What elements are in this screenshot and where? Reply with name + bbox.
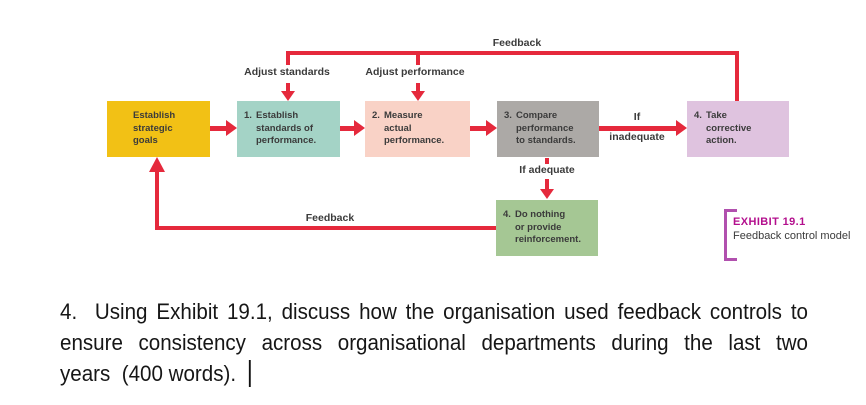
question-text[interactable]: 4. Using Exhibit 19.1, discuss how the o… <box>60 296 808 389</box>
question-line-1: 4. Using Exhibit 19.1, discuss how the o… <box>60 299 808 324</box>
question-line-3-text: years (400 words). <box>60 361 237 386</box>
bottom-feedback-label: Feedback <box>305 212 355 224</box>
box-number: 3. <box>504 110 512 121</box>
if-adequate-arrow-shaft <box>545 179 549 189</box>
feedback-line-drop-standards <box>286 51 290 65</box>
arrow-compare-to-corrective-head-icon <box>676 120 687 136</box>
feedback-line-drop-corrective <box>735 51 739 101</box>
adjust-standards-arrow-shaft <box>286 83 290 92</box>
do-nothing-box: 4. Do nothing or provide reinforcement. <box>496 200 598 256</box>
adjust-performance-arrow-shaft <box>416 83 420 92</box>
exhibit-bracket-icon <box>724 209 737 261</box>
box-label: Measure actual performance. <box>384 110 445 146</box>
box-label: Compare performance to standards. <box>516 110 576 146</box>
box-label: Establish strategic goals <box>133 110 176 146</box>
arrow-standards-to-measure-shaft <box>340 126 355 131</box>
take-corrective-action-box: 4. Take corrective action. <box>687 101 789 157</box>
feedback-line-drop-performance <box>416 51 420 65</box>
arrow-standards-to-measure-head-icon <box>354 120 365 136</box>
arrow-goals-to-standards-head-icon <box>226 120 237 136</box>
inadequate-label: inadequate <box>609 131 665 143</box>
adjust-standards-arrowhead-icon <box>281 91 295 101</box>
compare-performance-box: 3. Compare performance to standards. <box>497 101 599 157</box>
box-number: 2. <box>372 110 380 121</box>
box-number: 1. <box>244 110 252 121</box>
top-feedback-label: Feedback <box>492 37 542 49</box>
feedback-line-top <box>286 51 739 55</box>
if-adequate-label: If adequate <box>519 164 575 176</box>
adjust-performance-label: Adjust performance <box>365 66 465 78</box>
measure-performance-box: 2. Measure actual performance. <box>365 101 470 157</box>
question-line-3: years (400 words). <box>60 358 808 389</box>
establish-standards-box: 1. Establish standards of performance. <box>237 101 340 157</box>
box-number: 4. <box>694 110 702 121</box>
if-adequate-dash <box>545 158 549 164</box>
box-number: 4. <box>503 209 511 220</box>
bottom-feedback-arrowhead-icon <box>149 157 165 172</box>
arrow-compare-to-corrective-shaft <box>599 126 677 131</box>
exhibit-title: EXHIBIT 19.1 <box>733 216 806 228</box>
arrow-measure-to-compare-shaft <box>470 126 487 131</box>
feedback-line-bottom-vertical <box>155 171 159 230</box>
feedback-line-bottom <box>155 226 496 230</box>
adjust-performance-arrowhead-icon <box>411 91 425 101</box>
arrow-goals-to-standards-shaft <box>210 126 227 131</box>
exhibit-subtitle: Feedback control model <box>733 230 851 242</box>
box-label: Establish standards of performance. <box>256 110 317 146</box>
establish-goals-box: Establish strategic goals <box>107 101 210 157</box>
if-adequate-arrowhead-icon <box>540 189 554 199</box>
question-line-2: ensure consistency across organisational… <box>60 330 808 355</box>
if-label: If <box>633 111 641 123</box>
box-label: Take corrective action. <box>706 110 752 146</box>
text-cursor <box>249 360 252 387</box>
adjust-standards-label: Adjust standards <box>244 66 330 78</box>
arrow-measure-to-compare-head-icon <box>486 120 497 136</box>
box-label: Do nothing or provide reinforcement. <box>515 209 581 245</box>
